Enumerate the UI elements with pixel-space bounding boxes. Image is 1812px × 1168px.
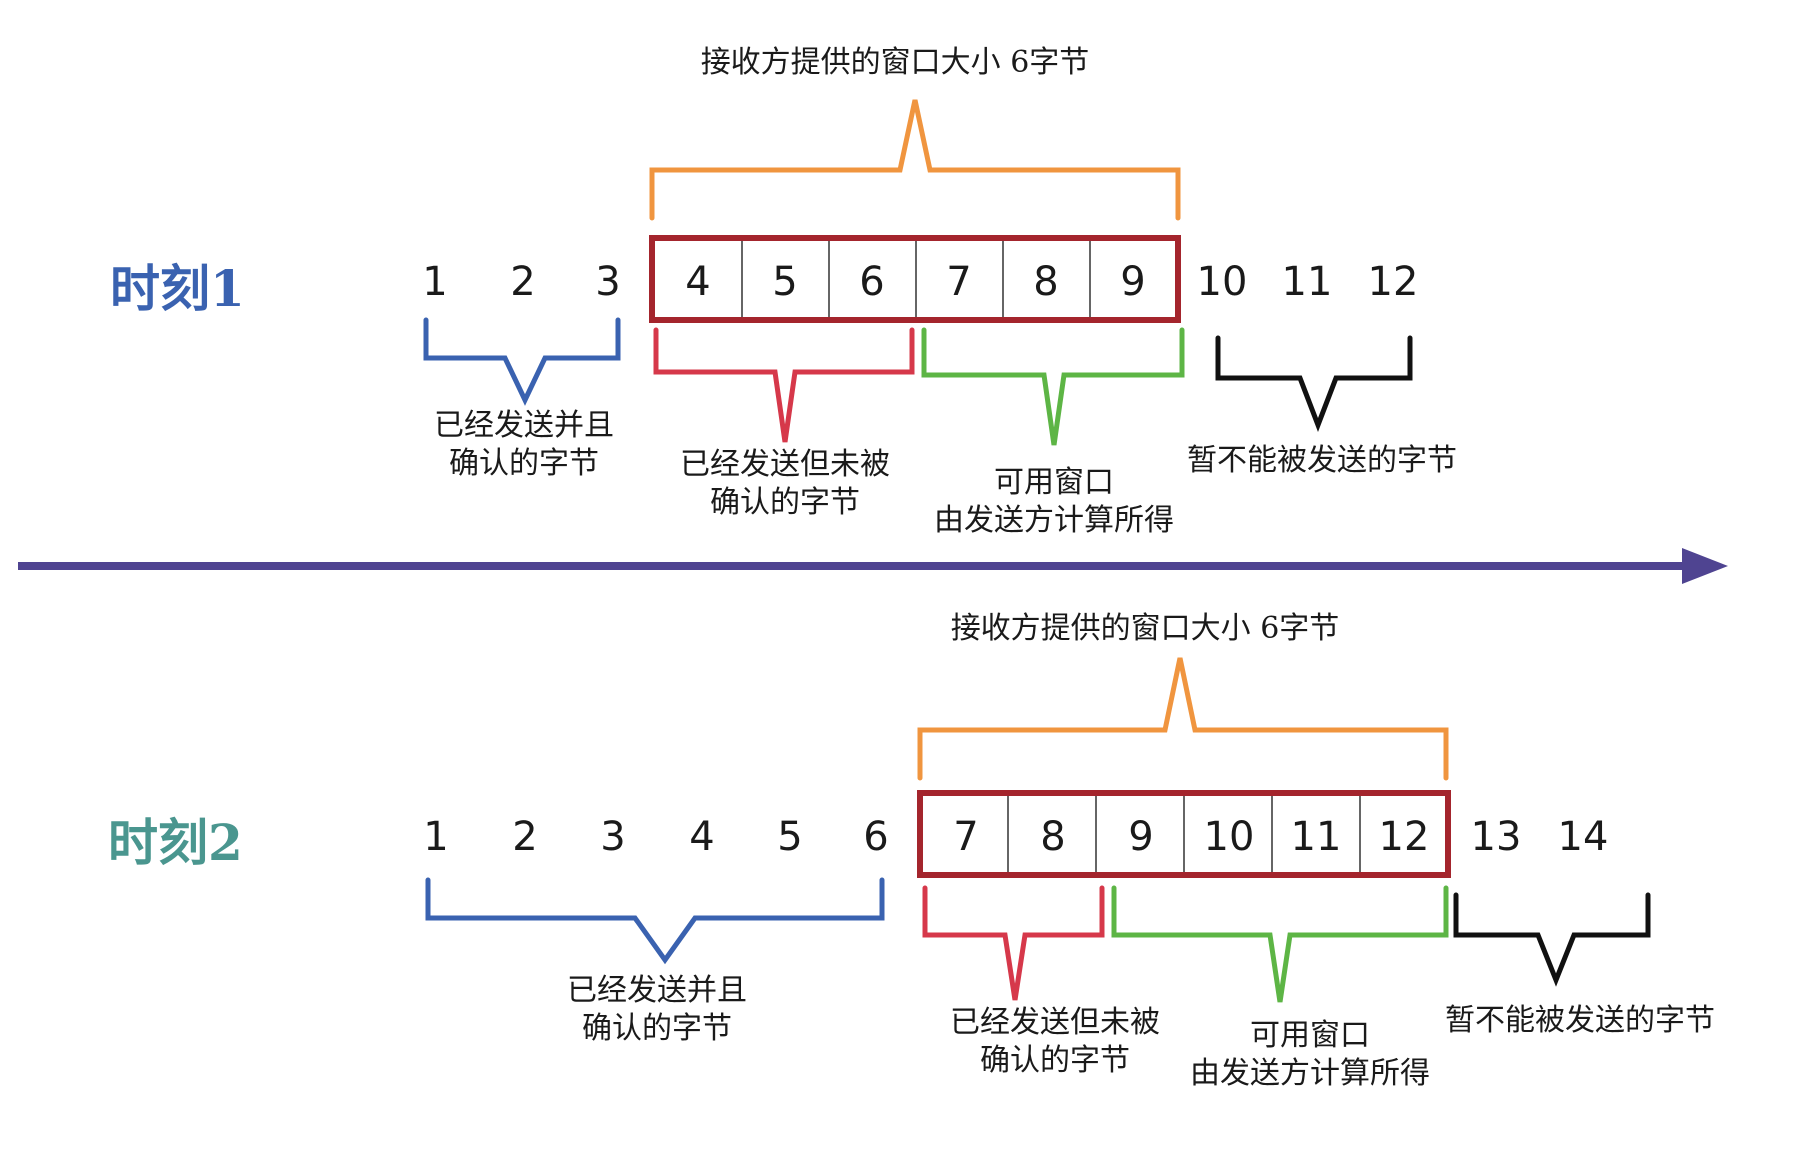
moment-1-usable-brace [921,327,1185,446]
moment-2-window-box [917,790,1451,878]
moment-1-unacked-brace [653,327,915,443]
seq-number: 9 [1128,814,1153,860]
moment-1-not-sendable-brace [1215,335,1413,432]
moment-2-title: 时刻2 [108,813,243,872]
seq-number: 7 [946,259,971,305]
seq-number: 12 [1368,259,1419,305]
seq-number: 10 [1204,814,1255,860]
timeline-arrow [18,548,1728,584]
seq-number: 2 [510,259,535,305]
seq-number: 11 [1282,259,1333,305]
moment-1-sequence-numbers: 1 2 3 4 5 6 7 8 9 10 11 12 [422,259,1418,305]
moment-2-unacked-label-line2: 确认的字节 [980,1043,1130,1078]
seq-number: 3 [600,814,625,860]
moment-2: 时刻2 接收方提供的窗口大小 6字节 1 2 3 4 5 6 7 8 9 10 … [108,611,1715,1091]
seq-number: 10 [1197,259,1248,305]
moment-1: 时刻1 接收方提供的窗口大小 6字节 1 2 3 4 5 6 7 8 9 10 … [110,45,1457,538]
seq-number: 6 [863,814,888,860]
moment-2-unacked-brace [922,885,1105,1001]
moment-2-not-sendable-brace [1453,892,1651,987]
moment-1-usable-label-line1: 可用窗口 [994,465,1114,500]
seq-number: 5 [772,259,797,305]
seq-number: 3 [595,259,620,305]
seq-number: 9 [1120,259,1145,305]
seq-number: 12 [1379,814,1430,860]
moment-2-acked-label-line1: 已经发送并且 [567,973,747,1008]
moment-2-window-dividers [1007,796,1361,872]
seq-number: 5 [777,814,802,860]
seq-number: 7 [953,814,978,860]
seq-number: 4 [685,259,710,305]
seq-number: 2 [512,814,537,860]
seq-number: 1 [423,814,448,860]
moment-2-usable-brace [1111,885,1449,1003]
moment-1-unacked-label-line1: 已经发送但未被 [680,447,890,482]
moment-2-usable-label-line2: 由发送方计算所得 [1190,1056,1430,1091]
seq-number: 8 [1040,814,1065,860]
moment-2-window-brace [917,657,1449,781]
seq-number: 1 [422,259,447,305]
moment-2-window-label: 接收方提供的窗口大小 6字节 [951,611,1340,646]
moment-1-title: 时刻1 [110,259,245,318]
moment-1-usable-label-line2: 由发送方计算所得 [934,503,1174,538]
moment-2-acked-label-line2: 确认的字节 [582,1011,732,1046]
seq-number: 14 [1558,814,1609,860]
moment-2-acked-brace [425,877,885,965]
moment-1-window-dividers [741,241,1091,317]
seq-number: 13 [1471,814,1522,860]
timeline-arrowhead [1682,548,1728,584]
moment-2-unacked-label-line1: 已经发送但未被 [950,1005,1160,1040]
moment-1-acked-brace [423,317,621,406]
seq-number: 6 [859,259,884,305]
moment-1-acked-label-line1: 已经发送并且 [434,408,614,443]
moment-2-sequence-numbers: 1 2 3 4 5 6 7 8 9 10 11 12 13 14 [423,814,1608,860]
moment-1-window-brace [649,99,1181,221]
moment-2-not-sendable-label: 暂不能被发送的字节 [1445,1003,1715,1038]
moment-1-window-box [649,235,1181,323]
moment-1-unacked-label-line2: 确认的字节 [710,485,860,520]
moment-1-window-label: 接收方提供的窗口大小 6字节 [701,45,1090,80]
moment-1-not-sendable-label: 暂不能被发送的字节 [1187,443,1457,478]
seq-number: 4 [689,814,714,860]
moment-1-acked-label-line2: 确认的字节 [449,446,599,481]
seq-number: 8 [1033,259,1058,305]
moment-2-usable-label-line1: 可用窗口 [1250,1018,1370,1053]
seq-number: 11 [1291,814,1342,860]
